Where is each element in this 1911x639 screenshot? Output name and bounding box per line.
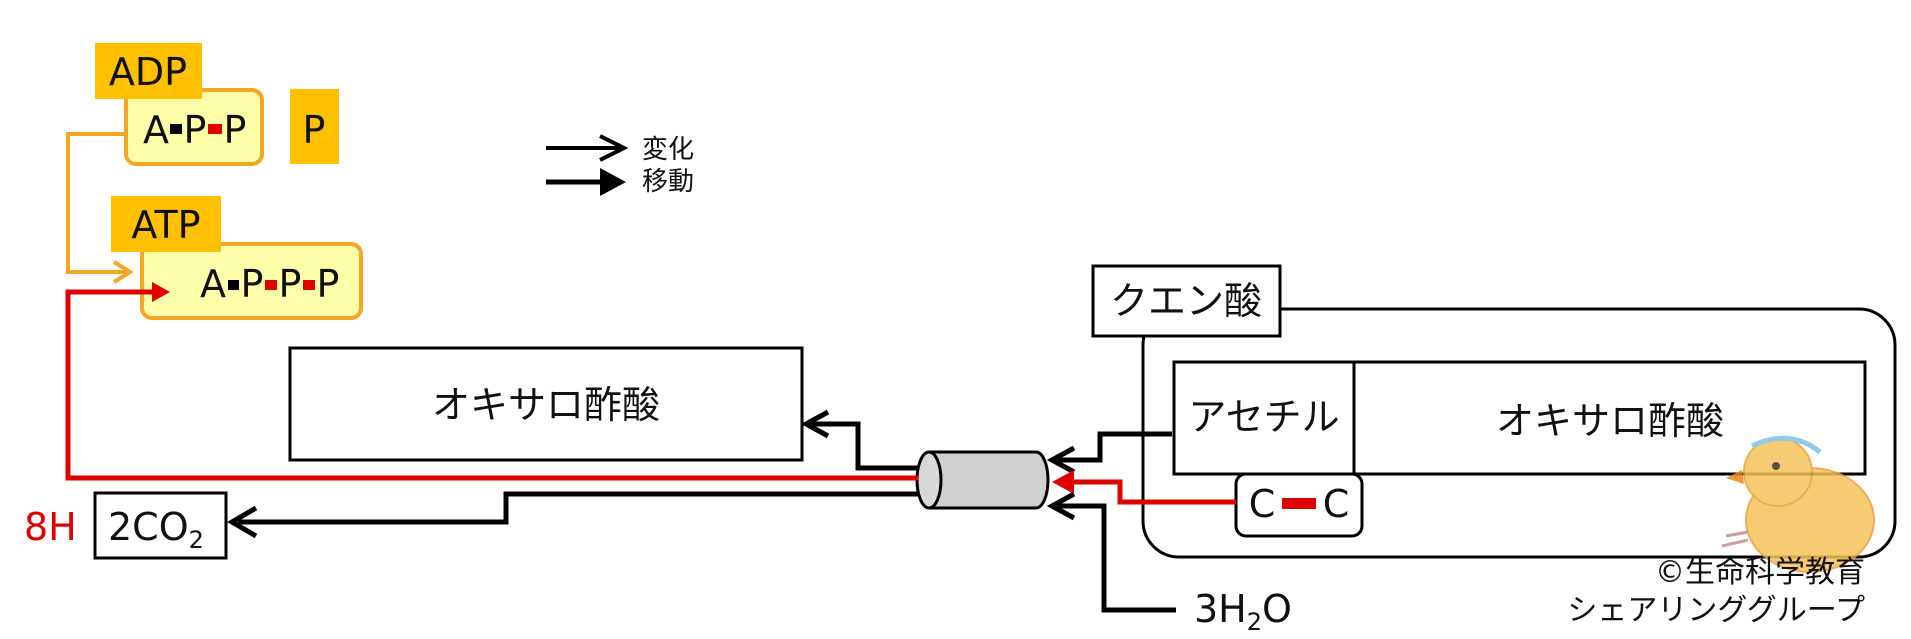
acetyl-label: アセチル [1188,395,1339,439]
adp-mol-p1: P [184,108,207,152]
cc-left: C [1249,482,1276,526]
adp-to-atp-arrowhead [112,260,134,284]
water-main-a: 3H [1194,587,1247,631]
water-subscript: 2 [1247,608,1262,636]
cc-to-cylinder-red-arrow [1058,479,1236,505]
hydrogen-label: 8H [24,505,77,549]
atp-mol-a: A [200,262,226,306]
adp-mol-a: A [143,108,169,152]
adp-to-atp-arrow [66,132,126,274]
acetyl-to-cylinder-arrow [1058,431,1172,463]
co2-label: 2CO2 [108,505,204,554]
acetyl-to-cylinder-head [1046,445,1076,475]
legend-move-arrowhead [600,168,626,196]
cylinder-to-co2-arrow [238,491,918,525]
atp-mol-p2: P [279,262,302,306]
co2-subscript: 2 [189,526,204,554]
cc-to-cylinder-red-head [1052,470,1074,494]
oxaloacetate-product-box [288,346,804,462]
phosphate-box [290,89,339,164]
atp-bond-1 [228,280,239,290]
citric-acid-label: クエン酸 [1110,279,1262,323]
cylinder-to-co2-head [227,505,258,539]
hydrogen-to-atp-red-head [152,282,170,302]
co2-main: 2CO [108,505,189,549]
oxaloacetate-product-label: オキサロ酢酸 [432,383,660,427]
atp-label-box [111,196,221,252]
atp-label: ATP [131,203,200,247]
cylinder-to-oxaloacetate-arrow [812,421,918,471]
cylinder-to-oxaloacetate-head [800,409,830,439]
phosphate-label: P [303,108,326,152]
hydrogen-to-atp-red-arrow [65,289,918,481]
credit-line-2: シェアリンググループ [1567,593,1865,628]
cylinder-end [915,450,943,510]
cc-right: C [1323,482,1350,526]
adp-bond-2 [208,124,222,134]
atp-bond-2 [265,280,277,290]
adp-label: ADP [109,50,187,94]
legend-move-label: 移動 [642,167,694,197]
credit-line-1: ©生命科学教育 [1655,555,1865,590]
adp-label-box [95,43,202,99]
citric-acid-label-box [1091,264,1282,338]
adp-mol-p2: P [224,108,247,152]
atp-mol-p1: P [241,262,264,306]
cylinder-body [927,450,1050,510]
atp-molecule-box [140,242,363,320]
water-label: 3H2O [1194,587,1292,636]
citric-oxaloacetate-label: オキサロ酢酸 [1496,399,1724,443]
atp-mol-p3: P [317,262,340,306]
water-to-cylinder-head [1046,491,1076,521]
cc-bond [1282,498,1316,509]
atp-bond-3 [303,280,315,290]
adp-bond-1 [170,124,182,134]
co2-box [93,491,228,560]
legend-change-label: 変化 [642,135,694,165]
chick-illustration [1721,435,1875,573]
legend-change-arrowhead [599,134,629,162]
water-to-cylinder-arrow [1058,503,1176,613]
water-main-b: O [1262,587,1292,631]
